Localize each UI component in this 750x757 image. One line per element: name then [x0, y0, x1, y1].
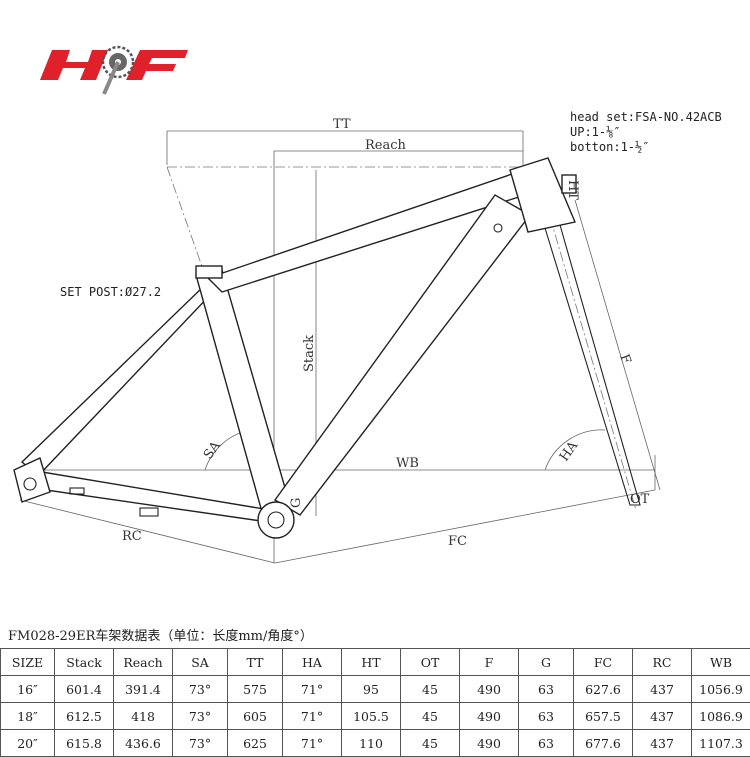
table-cell: 63 — [519, 730, 574, 757]
col-header: HA — [283, 649, 342, 676]
table-cell: 418 — [114, 703, 173, 730]
table-cell: 437 — [633, 730, 692, 757]
table-header-row: SIZE Stack Reach SA TT HA HT OT F G FC R… — [1, 649, 750, 676]
table-cell: 71° — [283, 703, 342, 730]
table-cell: 625 — [228, 730, 283, 757]
table-cell: 437 — [633, 703, 692, 730]
table-cell: 71° — [283, 730, 342, 757]
label-sa: SA — [201, 438, 224, 462]
col-header: Reach — [114, 649, 173, 676]
table-cell: 20″ — [1, 730, 55, 757]
col-header: RC — [633, 649, 692, 676]
label-ht: HT — [565, 180, 580, 200]
hf-logo — [40, 47, 188, 94]
col-header: Stack — [55, 649, 114, 676]
table-cell: 110 — [342, 730, 401, 757]
table-cell: 45 — [401, 676, 460, 703]
frame-geometry-drawing: head set:FSA-NO.42ACB UP:1-⅛″ botton:1-½… — [0, 0, 750, 615]
headset-spec: head set:FSA-NO.42ACB — [570, 110, 722, 124]
label-g: G — [289, 498, 304, 508]
table-cell: 490 — [460, 676, 519, 703]
label-fc: FC — [448, 534, 467, 549]
label-tt: TT — [333, 117, 351, 132]
col-header: SA — [173, 649, 228, 676]
table-cell: 436.6 — [114, 730, 173, 757]
label-rc: RC — [122, 529, 142, 544]
label-f: F — [616, 352, 633, 366]
geometry-table: SIZE Stack Reach SA TT HA HT OT F G FC R… — [0, 648, 750, 757]
table-cell: 18″ — [1, 703, 55, 730]
col-header: OT — [401, 649, 460, 676]
bike-frame — [14, 158, 640, 538]
table-cell: 63 — [519, 703, 574, 730]
label-stack: Stack — [302, 335, 317, 372]
col-header: F — [460, 649, 519, 676]
table-cell: 45 — [401, 703, 460, 730]
label-ha: HA — [557, 438, 582, 464]
col-header: HT — [342, 649, 401, 676]
table-cell: 73° — [173, 730, 228, 757]
table-cell: 490 — [460, 703, 519, 730]
table-cell: 605 — [228, 703, 283, 730]
table-cell: 73° — [173, 676, 228, 703]
table-cell: 1086.9 — [692, 703, 750, 730]
col-header: TT — [228, 649, 283, 676]
table-cell: 612.5 — [55, 703, 114, 730]
table-cell: 95 — [342, 676, 401, 703]
table-cell: 657.5 — [574, 703, 633, 730]
table-cell: 63 — [519, 676, 574, 703]
col-header: SIZE — [1, 649, 55, 676]
lower-bearing-spec: botton:1-½″ — [570, 140, 649, 154]
table-cell: 1107.3 — [692, 730, 750, 757]
table-row: 16″ 601.4 391.4 73° 575 71° 95 45 490 63… — [1, 676, 750, 703]
table-row: 18″ 612.5 418 73° 605 71° 105.5 45 490 6… — [1, 703, 750, 730]
table-cell: 601.4 — [55, 676, 114, 703]
col-header: FC — [574, 649, 633, 676]
label-wb: WB — [396, 456, 419, 471]
label-reach: Reach — [365, 138, 407, 153]
seat-post-spec: SET POST:Ø27.2 — [60, 285, 161, 299]
table-cell: 627.6 — [574, 676, 633, 703]
table-cell: 71° — [283, 676, 342, 703]
table-cell: 73° — [173, 703, 228, 730]
table-cell: 45 — [401, 730, 460, 757]
table-cell: 677.6 — [574, 730, 633, 757]
table-cell: 437 — [633, 676, 692, 703]
table-cell: 615.8 — [55, 730, 114, 757]
table-cell: 16″ — [1, 676, 55, 703]
table-cell: 575 — [228, 676, 283, 703]
label-ot: OT — [630, 492, 650, 507]
table-cell: 490 — [460, 730, 519, 757]
col-header: WB — [692, 649, 750, 676]
table-cell: 1056.9 — [692, 676, 750, 703]
table-cell: 105.5 — [342, 703, 401, 730]
col-header: G — [519, 649, 574, 676]
table-cell: 391.4 — [114, 676, 173, 703]
upper-bearing-spec: UP:1-⅛″ — [570, 125, 621, 139]
table-title: FM028-29ER车架数据表（单位：长度mm/角度°） — [8, 625, 313, 644]
table-row: 20″ 615.8 436.6 73° 625 71° 110 45 490 6… — [1, 730, 750, 757]
